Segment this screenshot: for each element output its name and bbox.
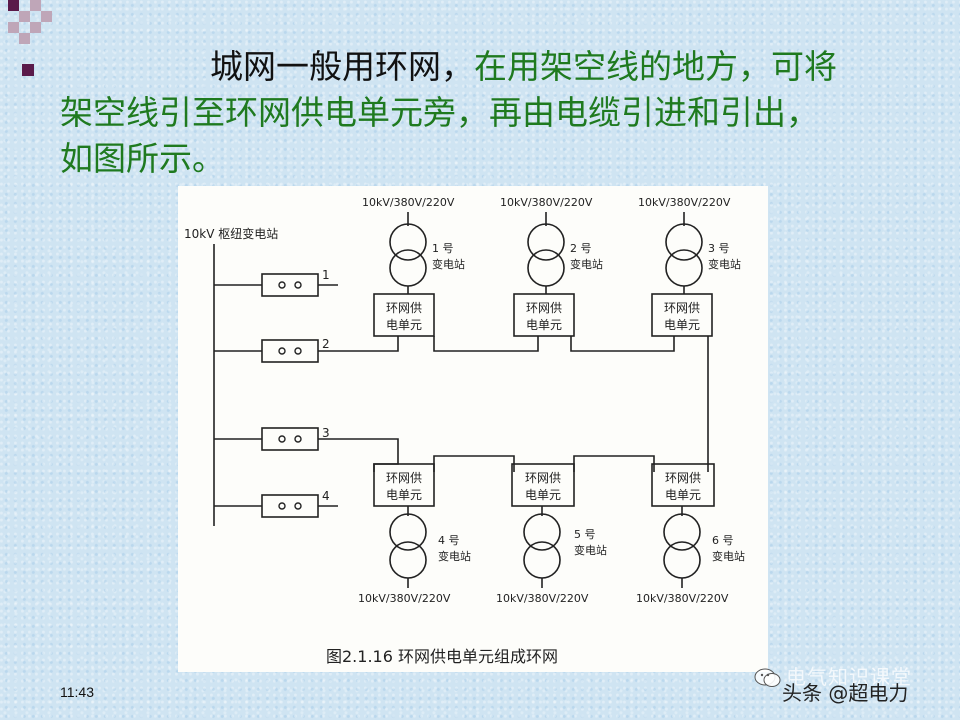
switch-4 — [261, 494, 319, 518]
switch-label-1: 1 — [322, 268, 330, 282]
station-4-number: 4 号 — [438, 534, 460, 547]
voltage-label-2: 10kV/380V/220V — [500, 196, 593, 209]
ring-unit-2-line2: 电单元 — [526, 318, 562, 332]
watermark: 电气知识课堂 头条 @超电力 — [748, 655, 958, 715]
switch-2 — [261, 339, 319, 363]
ring-network-figure: 1 2 3 4 10kV 枢纽变电站 10kV/380V/220V 10kV/3… — [178, 186, 768, 672]
ring-unit-5-line1: 环网供 — [525, 471, 561, 485]
voltage-label-4: 10kV/380V/220V — [358, 592, 451, 605]
ring-unit-4: 环网供 电单元 — [373, 463, 435, 507]
ring-unit-3-line1: 环网供 — [664, 301, 700, 315]
voltage-label-5: 10kV/380V/220V — [496, 592, 589, 605]
checker-cell — [41, 11, 52, 22]
station-6-number: 6 号 — [712, 534, 734, 547]
voltage-label-1: 10kV/380V/220V — [362, 196, 455, 209]
station-1-name: 变电站 — [432, 257, 465, 271]
heading-line2: 架空线引至环网供电单元旁，再由电缆引进和引出， — [60, 93, 819, 132]
ring-unit-4-line2: 电单元 — [386, 488, 422, 502]
ring-unit-3: 环网供 电单元 — [651, 293, 713, 337]
checker-cell — [19, 11, 30, 22]
station-3-number: 3 号 — [708, 242, 730, 255]
station-3-name: 变电站 — [708, 257, 741, 271]
switch-label-3: 3 — [322, 426, 330, 440]
switch-1 — [261, 273, 319, 297]
ring-network-diagram: 1 2 3 4 10kV 枢纽变电站 10kV/380V/220V 10kV/3… — [184, 196, 745, 666]
ring-unit-2: 环网供 电单元 — [513, 293, 575, 337]
voltage-label-6: 10kV/380V/220V — [636, 592, 729, 605]
voltage-label-3: 10kV/380V/220V — [638, 196, 731, 209]
transformer-5 — [523, 513, 561, 579]
transformer-1 — [389, 223, 427, 287]
ring-unit-4-line1: 环网供 — [386, 471, 422, 485]
station-5-name: 变电站 — [574, 543, 607, 557]
transformer-6 — [663, 513, 701, 579]
ring-unit-5-line2: 电单元 — [525, 488, 561, 502]
source-station-label: 10kV 枢纽变电站 — [184, 226, 278, 241]
slide-time: 11:43 — [60, 684, 94, 700]
transformer-3 — [665, 223, 703, 287]
station-1-number: 1 号 — [432, 242, 454, 255]
heading-part1: 城网一般用环网， — [210, 47, 474, 86]
checker-cell — [19, 33, 30, 44]
transformer-2 — [527, 223, 565, 287]
switch-label-2: 2 — [322, 337, 330, 351]
station-5-number: 5 号 — [574, 528, 596, 541]
watermark-author-text: 头条 @超电力 — [782, 681, 909, 705]
switch-label-4: 4 — [322, 489, 330, 503]
ring-unit-1: 环网供 电单元 — [373, 293, 435, 337]
station-2-number: 2 号 — [570, 242, 592, 255]
bullet-square — [22, 64, 34, 76]
checker-cell — [8, 22, 19, 33]
ring-unit-2-line1: 环网供 — [526, 301, 562, 315]
checker-cell — [30, 22, 41, 33]
slide-heading: 城网一般用环网，在用架空线的地方，可将 架空线引至环网供电单元旁，再由电缆引进和… — [60, 44, 940, 182]
wechat-logo-icon — [754, 668, 781, 687]
figure-caption: 图2.1.16 环网供电单元组成环网 — [326, 647, 558, 666]
switch-3 — [261, 427, 319, 451]
station-4-name: 变电站 — [438, 549, 471, 563]
ring-unit-5: 环网供 电单元 — [511, 463, 575, 507]
ring-unit-6: 环网供 电单元 — [651, 463, 715, 507]
ring-unit-1-line2: 电单元 — [386, 318, 422, 332]
corner-checker-decoration — [8, 0, 52, 44]
ring-unit-1-line1: 环网供 — [386, 301, 422, 315]
station-2-name: 变电站 — [570, 257, 603, 271]
heading-line3: 如图所示。 — [60, 139, 225, 178]
checker-cell — [30, 0, 41, 11]
ring-unit-6-line1: 环网供 — [665, 471, 701, 485]
heading-part2: 在用架空线的地方，可将 — [474, 47, 837, 86]
watermark-source-text: 电气知识课堂 — [786, 665, 912, 689]
transformer-4 — [389, 513, 427, 579]
station-6-name: 变电站 — [712, 549, 745, 563]
ring-unit-3-line2: 电单元 — [664, 318, 700, 332]
checker-cell — [8, 0, 19, 11]
ring-unit-6-line2: 电单元 — [665, 488, 701, 502]
